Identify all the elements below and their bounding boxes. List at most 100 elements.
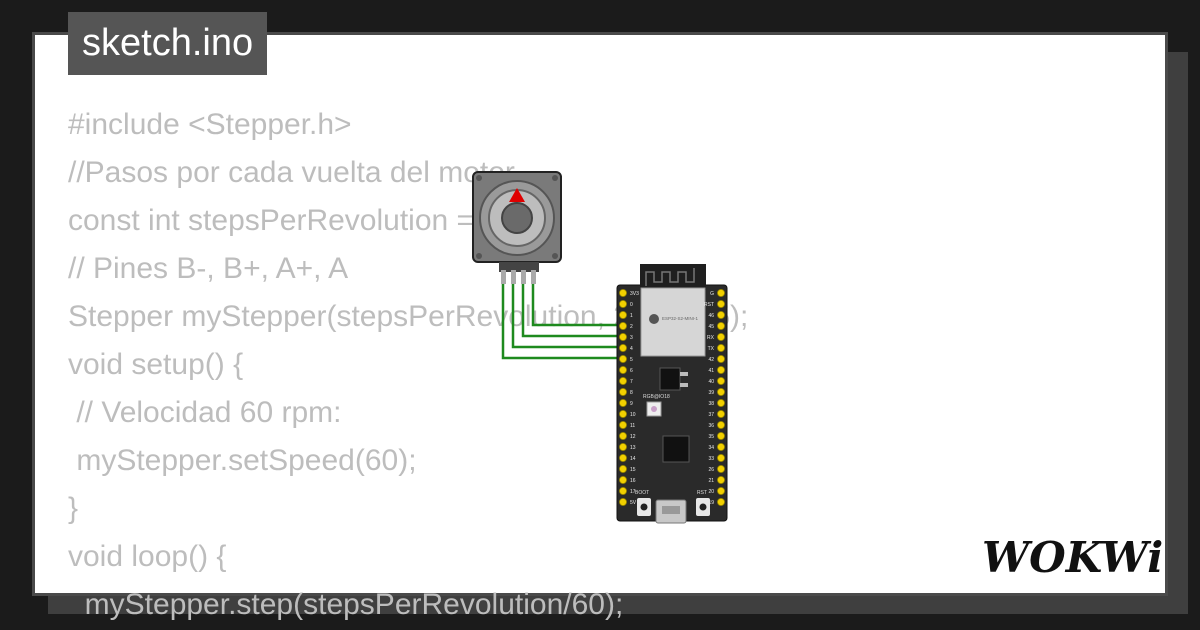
file-tab[interactable]: sketch.ino (68, 12, 268, 75)
pin-label: 10 (630, 412, 636, 418)
pin-pad[interactable] (717, 288, 726, 297)
pin-label: 40 (708, 379, 714, 385)
pin-label: 39 (708, 390, 714, 396)
stepper-motor[interactable] (472, 171, 562, 284)
pin-pad[interactable] (717, 442, 726, 451)
pin-pad[interactable] (619, 321, 628, 330)
wire-4 (531, 282, 624, 327)
pin-label: 17 (630, 489, 636, 495)
pin-pad[interactable] (619, 376, 628, 385)
pin-label: 14 (630, 456, 636, 462)
pin-label: RST (704, 302, 714, 308)
pin-pad[interactable] (717, 310, 726, 319)
code-line: myStepper.setSpeed(60); (68, 444, 417, 477)
wire-3 (521, 282, 624, 338)
pin-pad[interactable] (717, 321, 726, 330)
pin-pad[interactable] (717, 387, 726, 396)
pin-label: 8 (630, 390, 633, 396)
pin-pad[interactable] (717, 420, 726, 429)
pin-label: 35 (708, 434, 714, 440)
pin-label: 0 (630, 302, 633, 308)
pin-label: 3V3 (630, 291, 639, 297)
code-line: myStepper.step(stepsPerRevolution/60); (68, 588, 624, 621)
pin-label: 9 (630, 401, 633, 407)
pin-pad[interactable] (619, 387, 628, 396)
pin-label: 16 (630, 478, 636, 484)
pin-pad[interactable] (619, 497, 628, 506)
pin-pad[interactable] (619, 299, 628, 308)
code-line: // Pines B-, B+, A+, A (68, 252, 349, 285)
pin-pad[interactable] (619, 442, 628, 451)
rst-label: RST (697, 490, 707, 496)
led-label: RGB@IO18 (643, 394, 670, 400)
pin-label: 34 (708, 445, 714, 451)
pin-pad[interactable] (717, 376, 726, 385)
pin-label: 45 (708, 324, 714, 330)
pin-pad[interactable] (717, 475, 726, 484)
code-line: // Velocidad 60 rpm: (68, 396, 342, 429)
pin-pad[interactable] (619, 288, 628, 297)
pin-label: 15 (630, 467, 636, 473)
pin-pad[interactable] (619, 453, 628, 462)
pin-pad[interactable] (717, 343, 726, 352)
pin-pad[interactable] (619, 343, 628, 352)
pin-label: 11 (630, 423, 635, 429)
pin-label: 1 (630, 313, 633, 319)
pin-label: 46 (708, 313, 714, 319)
pin-label: 3 (630, 335, 633, 341)
pin-label: 33 (708, 456, 714, 462)
pin-label: 41 (708, 368, 714, 374)
pin-pad[interactable] (619, 420, 628, 429)
pin-label: 7 (630, 379, 633, 385)
pin-pad[interactable] (717, 365, 726, 374)
pin-label: 6 (630, 368, 633, 374)
pin-label: 4 (630, 346, 633, 352)
pin-pad[interactable] (717, 332, 726, 341)
pin-label: 5V (630, 500, 637, 506)
pin-label: 2 (630, 324, 633, 330)
code-line: void setup() { (68, 348, 244, 381)
wire-2 (511, 282, 624, 349)
pin-pad[interactable] (717, 354, 726, 363)
pin-label: 13 (630, 445, 636, 451)
pin-pad[interactable] (619, 486, 628, 495)
pin-pad[interactable] (619, 431, 628, 440)
pin-pad[interactable] (717, 464, 726, 473)
pin-label: TX (708, 346, 715, 352)
pin-pad[interactable] (619, 409, 628, 418)
code-card: #include <Stepper.h>//Pasos por cada vue… (32, 32, 1168, 621)
pin-label: 5 (630, 357, 633, 363)
boot-label: BOOT (635, 490, 649, 496)
pin-label: 20 (708, 489, 714, 495)
pin-pad[interactable] (717, 486, 726, 495)
pin-label: 38 (708, 401, 714, 407)
pin-pad[interactable] (619, 398, 628, 407)
pin-pad[interactable] (619, 332, 628, 341)
pin-label: 37 (708, 412, 714, 418)
motor-marker-icon (509, 188, 525, 202)
pin-pad[interactable] (717, 453, 726, 462)
pin-pad[interactable] (619, 365, 628, 374)
pin-label: 42 (708, 357, 714, 363)
wire-1 (501, 282, 624, 360)
wires (501, 282, 624, 360)
pin-label: 21 (708, 478, 714, 484)
pin-label: G (710, 291, 714, 297)
pin-pad[interactable] (619, 310, 628, 319)
pin-pad[interactable] (619, 354, 628, 363)
module-label: ESP32-S2-MINI-1 (662, 316, 699, 321)
pin-label: 19 (708, 500, 714, 506)
pin-pad[interactable] (717, 398, 726, 407)
pin-pad[interactable] (717, 431, 726, 440)
wokwi-logo: WOKWi (982, 533, 1163, 582)
pin-pad[interactable] (717, 299, 726, 308)
esp32-s2-board[interactable]: ESP32-S2-MINI-1 RGB@IO18 BOOT RST 3V3 0 1 2… (616, 264, 728, 524)
pin-pad[interactable] (619, 464, 628, 473)
pin-pad[interactable] (717, 409, 726, 418)
pin-label: 26 (708, 467, 714, 473)
pin-label: 36 (708, 423, 714, 429)
pin-pad[interactable] (619, 475, 628, 484)
pin-pad[interactable] (717, 497, 726, 506)
